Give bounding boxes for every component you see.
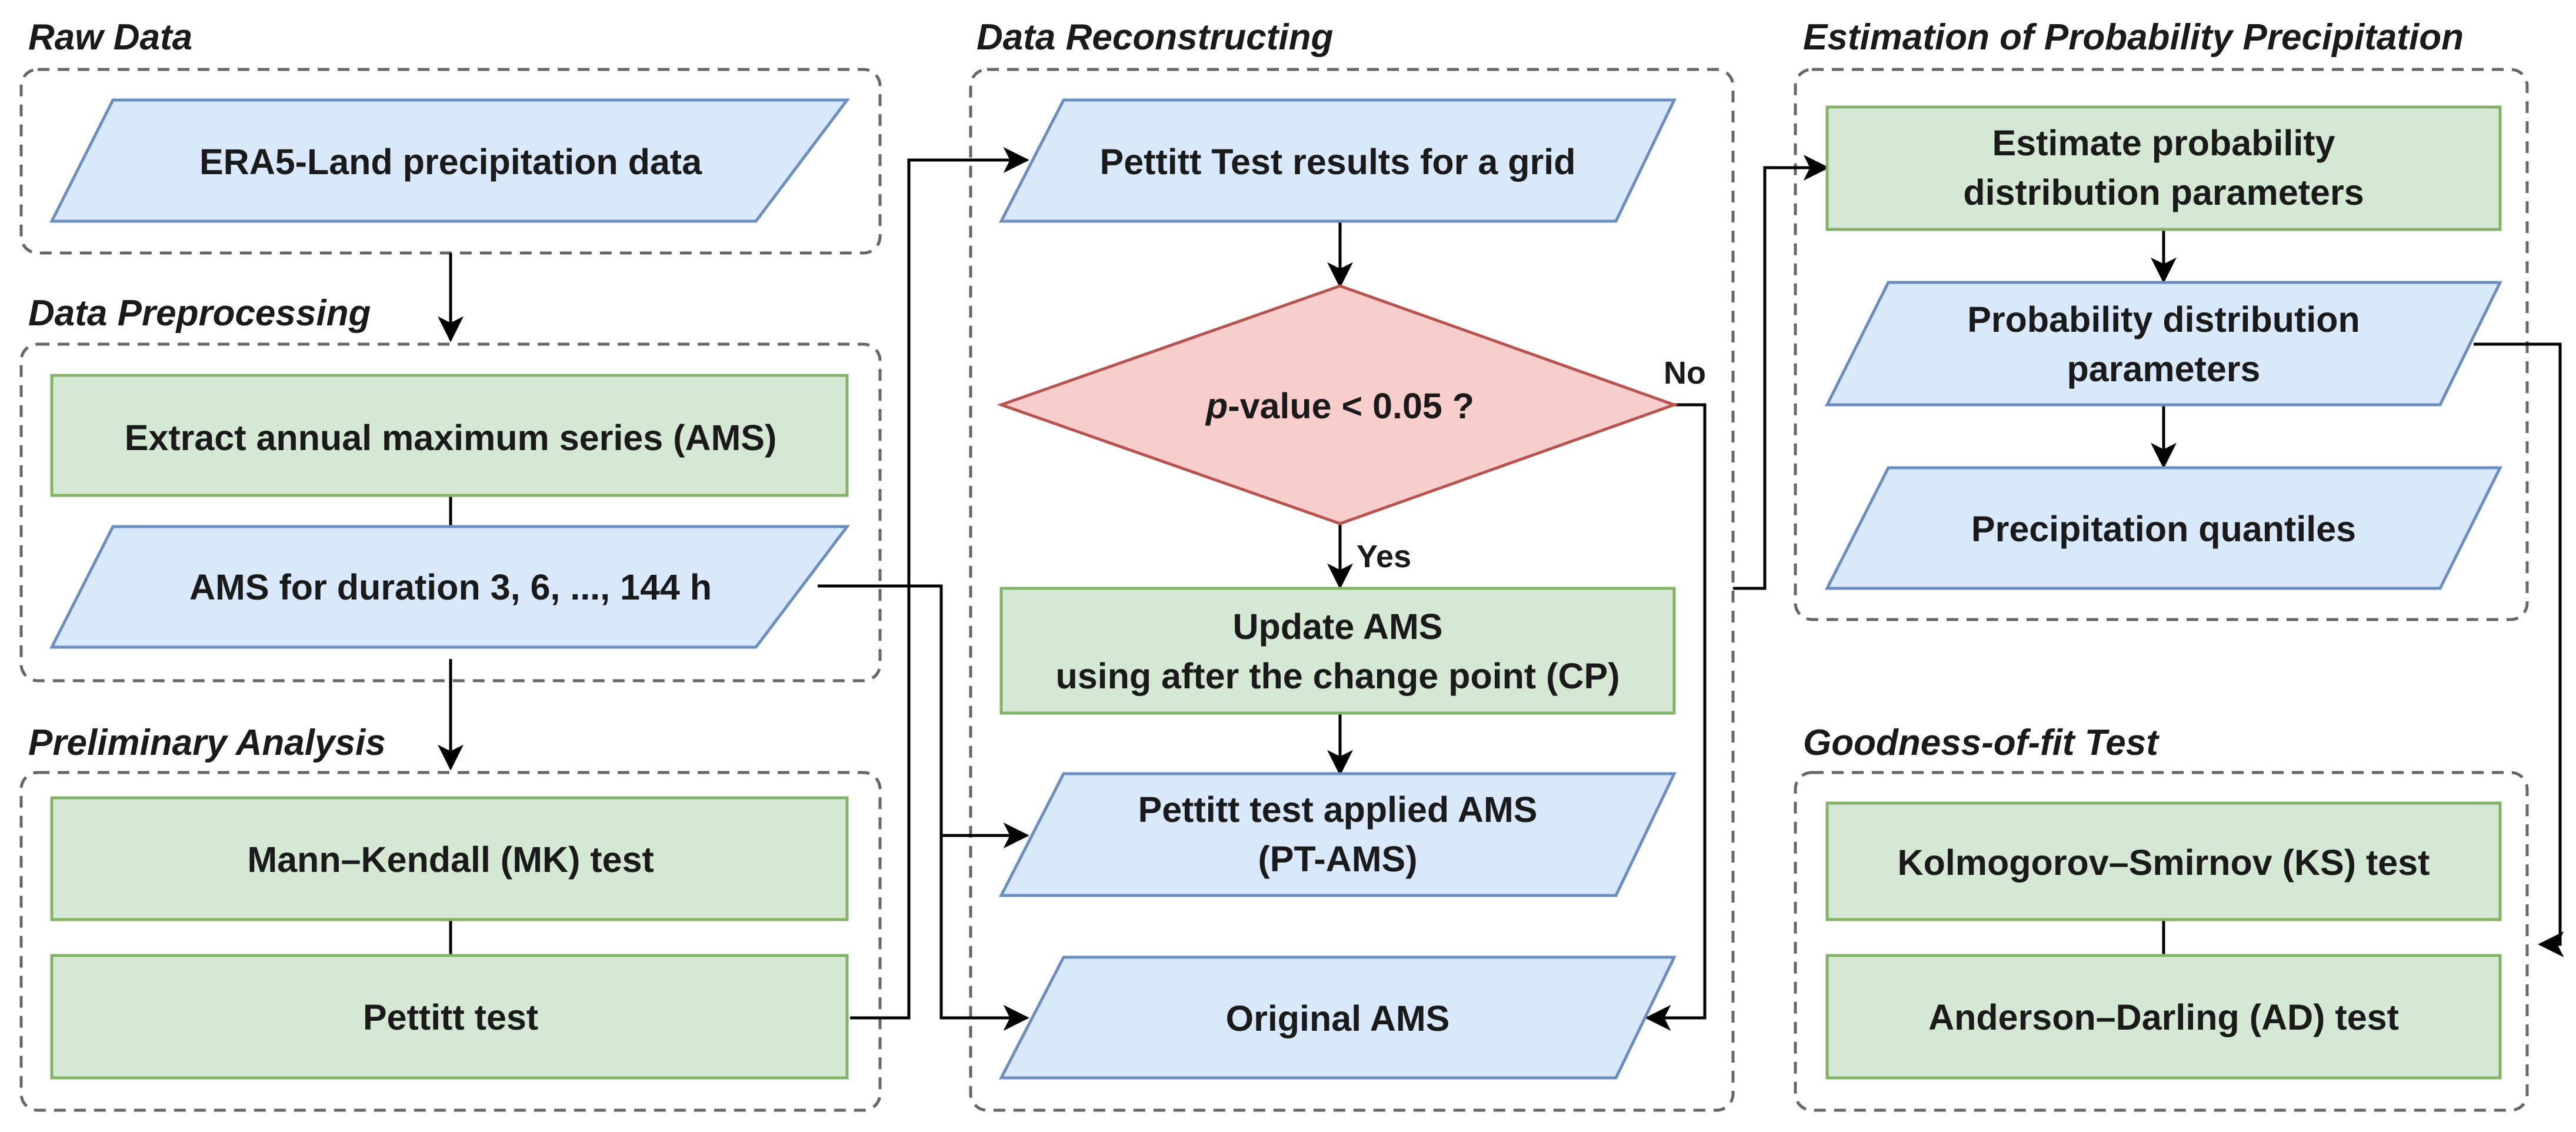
pt-ams-node: [998, 772, 1677, 897]
data-preprocessing-title: Data Preprocessing: [28, 293, 371, 334]
edge-pettitt-to-results: [850, 147, 1029, 1020]
era5-data-node: [49, 98, 851, 223]
yes-label: Yes: [1357, 539, 1411, 574]
p-value-decision-node: [997, 284, 1679, 525]
extract-ams-label: Extract annual maximum series (AMS): [125, 418, 777, 458]
ad-test-label: Anderson–Darling (AD) test: [1928, 997, 2399, 1037]
ams-duration-label: AMS for duration 3, 6, ..., 144 h: [189, 567, 712, 607]
dist-params-line2: parameters: [2067, 349, 2261, 389]
quantiles-node: [1824, 466, 2503, 590]
update-ams-line2: using after the change point (CP): [1055, 656, 1619, 696]
estimate-params-node: [1825, 105, 2502, 231]
update-ams-line1: Update AMS: [1233, 607, 1443, 647]
pt-ams-line1: Pettitt test applied AMS: [1138, 790, 1538, 830]
pettitt-results-label: Pettitt Test results for a grid: [1100, 142, 1576, 182]
dist-params-node: [1824, 281, 2503, 407]
quantiles-label: Precipitation quantiles: [1971, 509, 2356, 549]
edge-reconstruct-to-estimation: [1733, 155, 1829, 590]
goodness-of-fit-group: [1794, 771, 2529, 1112]
original-ams-label: Original AMS: [1226, 998, 1450, 1038]
pettitt-results-node: [998, 98, 1677, 223]
edge-decision-no: [1645, 403, 1707, 1031]
preliminary-analysis-title: Preliminary Analysis: [28, 723, 386, 763]
estimate-params-line2: distribution parameters: [1963, 172, 2364, 212]
ks-test-node: [1825, 801, 2502, 921]
data-reconstructing-title: Data Reconstructing: [977, 17, 1333, 58]
data-preprocessing-group: [19, 342, 882, 682]
preliminary-analysis-group: [19, 771, 882, 1112]
original-ams-node: [998, 955, 1677, 1080]
raw-data-title: Raw Data: [28, 17, 192, 58]
edge-params-to-goodness: [2474, 342, 2564, 957]
ks-test-label: Kolmogorov–Smirnov (KS) test: [1898, 843, 2430, 883]
estimate-params-line1: Estimate probability: [1992, 123, 2335, 163]
pettitt-test-node: [50, 954, 849, 1080]
update-ams-node: [999, 587, 1676, 715]
dist-params-line1: Probability distribution: [1967, 299, 2360, 339]
edge-duration-to-original-ams: [818, 584, 1029, 1031]
p-value-decision-label: p-value < 0.05 ?: [1205, 386, 1474, 426]
no-label: No: [1664, 355, 1706, 391]
goodness-of-fit-title: Goodness-of-fit Test: [1803, 723, 2160, 763]
mann-kendall-label: Mann–Kendall (MK) test: [247, 840, 654, 880]
ams-duration-node: [49, 525, 851, 649]
pt-ams-line2: (PT-AMS): [1258, 839, 1417, 879]
data-reconstructing-group: [969, 68, 1735, 1112]
era5-data-label: ERA5-Land precipitation data: [199, 142, 702, 182]
ad-test-node: [1825, 954, 2502, 1080]
mann-kendall-node: [50, 796, 849, 921]
extract-ams-node: [50, 374, 849, 497]
estimation-title: Estimation of Probability Precipitation: [1803, 17, 2464, 58]
pettitt-test-label: Pettitt test: [363, 997, 538, 1037]
